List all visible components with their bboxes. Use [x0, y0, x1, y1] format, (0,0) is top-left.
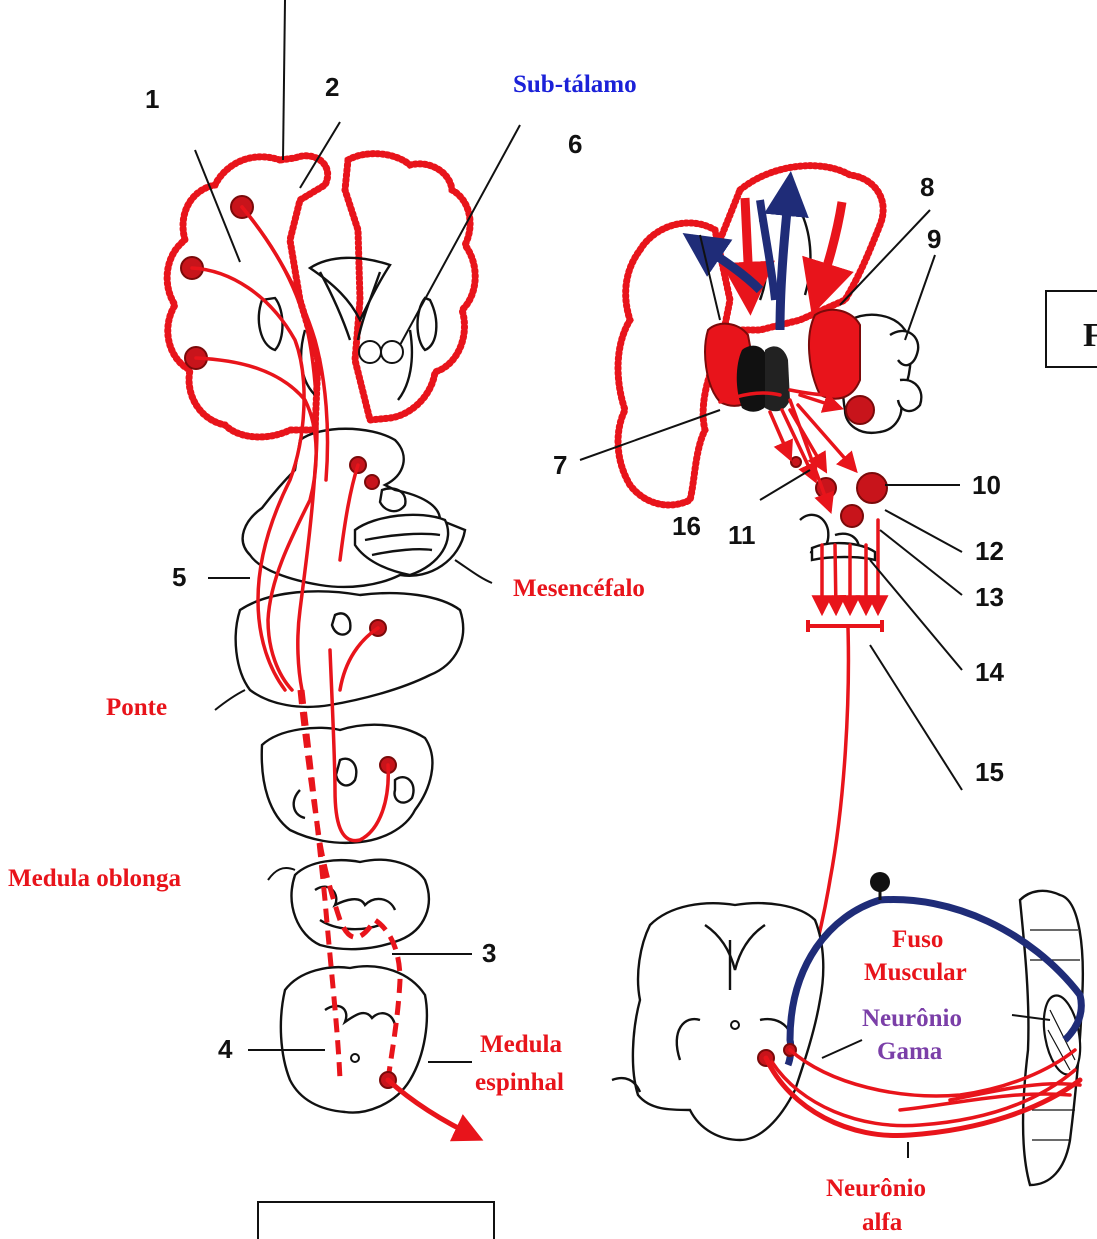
- label-15: 15: [975, 757, 1004, 787]
- label-neuronio-alfa-line2: alfa: [862, 1209, 903, 1236]
- label-16: 16: [672, 511, 701, 541]
- label-14: 14: [975, 657, 1004, 687]
- label-neuronio-alfa-line1: Neurônio: [826, 1175, 926, 1202]
- label-ponte: Ponte: [106, 694, 167, 721]
- label-13: 13: [975, 582, 1004, 612]
- label-medula-espinhal-line1: Medula: [480, 1031, 562, 1058]
- label-12: 12: [975, 536, 1004, 566]
- label-neuronio-gama-line1: Neurônio: [862, 1005, 962, 1032]
- label-2: 2: [325, 72, 339, 102]
- label-medula-oblonga: Medula oblonga: [8, 865, 181, 892]
- label-fuso-line2: Muscular: [864, 959, 967, 986]
- label-6: 6: [568, 129, 582, 159]
- bottom-title-box: [258, 1202, 494, 1239]
- label-fuso-line1: Fuso: [892, 926, 943, 953]
- label-11: 11: [728, 520, 756, 550]
- right-spinal-cord-and-reflex: [612, 872, 1086, 1185]
- label-5: 5: [172, 562, 186, 592]
- label-8: 8: [920, 172, 934, 202]
- label-7: 7: [553, 450, 567, 480]
- label-medula-espinhal-line2: espinhal: [475, 1069, 564, 1096]
- label-subtalamo: Sub-tálamo: [513, 71, 637, 98]
- label-mesencefalo: Mesencéfalo: [513, 575, 645, 602]
- right-brain-section: [618, 166, 921, 505]
- left-brainstem: [215, 429, 465, 1113]
- label-1: 1: [145, 84, 159, 114]
- label-10: 10: [972, 470, 1001, 500]
- label-neuronio-gama-line2: Gama: [877, 1038, 943, 1065]
- right-title-box-text: F: [1083, 317, 1097, 354]
- label-9: 9: [927, 224, 941, 254]
- label-4: 4: [218, 1034, 233, 1064]
- label-3: 3: [482, 938, 496, 968]
